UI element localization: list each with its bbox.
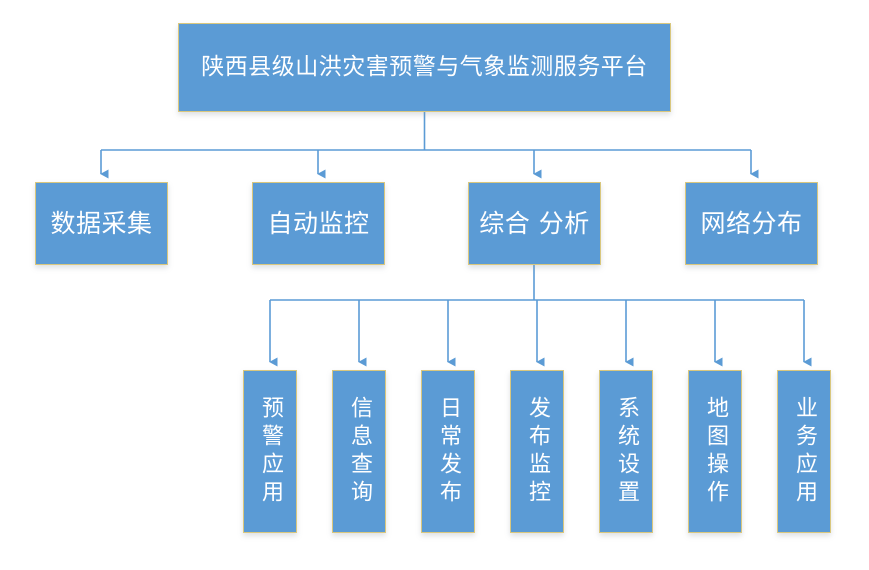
node-network-distribution-label: 网络分布 (700, 208, 803, 238)
node-data-collection-label: 数据采集 (50, 208, 153, 238)
root-node[interactable]: 陕西县级山洪灾害预警与气象监测服务平台 (178, 23, 671, 112)
node-daily-publishing-label: 日常发布 (436, 395, 461, 508)
node-auto-monitoring-label: 自动监控 (267, 208, 370, 238)
node-system-settings-label: 系统设置 (614, 395, 639, 508)
node-network-distribution[interactable]: 网络分布 (685, 182, 818, 265)
node-publish-monitoring[interactable]: 发布监控 (510, 370, 564, 533)
node-auto-monitoring[interactable]: 自动监控 (252, 182, 385, 265)
node-warning-application[interactable]: 预警应用 (243, 370, 297, 533)
node-publish-monitoring-label: 发布监控 (525, 395, 550, 508)
root-node-label: 陕西县级山洪灾害预警与气象监测服务平台 (201, 53, 648, 80)
node-comprehensive-analysis-label: 综合 分析 (479, 208, 590, 238)
node-business-application[interactable]: 业务应用 (777, 370, 831, 533)
node-warning-application-label: 预警应用 (258, 395, 283, 508)
node-comprehensive-analysis[interactable]: 综合 分析 (468, 182, 601, 265)
node-data-collection[interactable]: 数据采集 (35, 182, 168, 265)
node-business-application-label: 业务应用 (792, 395, 817, 508)
node-information-query-label: 信息查询 (347, 395, 372, 508)
node-map-operation[interactable]: 地图操作 (688, 370, 742, 533)
node-system-settings[interactable]: 系统设置 (599, 370, 653, 533)
node-information-query[interactable]: 信息查询 (332, 370, 386, 533)
node-daily-publishing[interactable]: 日常发布 (421, 370, 475, 533)
node-map-operation-label: 地图操作 (703, 395, 728, 508)
